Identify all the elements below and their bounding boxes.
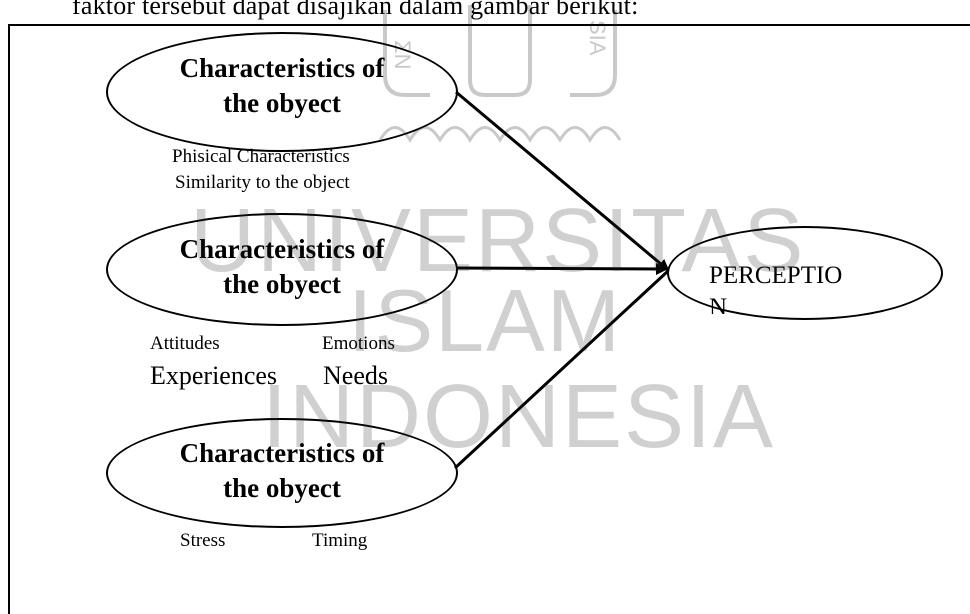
node-2-experiences: Experiences	[150, 361, 278, 390]
node-title-1: Characteristics of the obyect	[106, 51, 458, 121]
node-ellipse-1	[106, 32, 458, 152]
perception-label: PERCEPTIO N	[709, 260, 909, 314]
perception-ellipse	[667, 226, 943, 320]
node-title-3: Characteristics of the obyect	[106, 436, 458, 506]
arrow-bottom	[453, 269, 670, 470]
connector-arrows	[453, 90, 670, 470]
node-title-1-line1: Characteristics of	[179, 53, 385, 83]
arrow-top	[455, 90, 670, 272]
node-title-1-line2: the obyect	[223, 88, 341, 118]
arrow-middle	[456, 262, 668, 275]
node-1-sub-line1: Phisical Characteristics	[172, 146, 350, 167]
node-ellipse-2	[106, 213, 458, 326]
figure-frame	[8, 24, 970, 614]
node-title-2-line1: Characteristics of	[179, 234, 385, 264]
node-2-needs: Needs	[323, 361, 388, 390]
node-2-attitudes: Attitudes	[150, 333, 220, 354]
node-3-timing: Timing	[312, 530, 368, 551]
node-2-emotions: Emotions	[322, 333, 395, 354]
node-3-stress: Stress	[180, 530, 226, 551]
perception-line2: N	[709, 294, 728, 314]
page-caption: faktor tersebut dapat disajikan dalam ga…	[72, 0, 639, 20]
node-title-3-line2: the obyect	[223, 473, 341, 503]
node-title-3-line1: Characteristics of	[179, 438, 385, 468]
node-ellipse-3	[106, 418, 458, 528]
node-title-2-line2: the obyect	[223, 269, 341, 299]
perception-line1: PERCEPTIO	[709, 262, 843, 289]
node-title-2: Characteristics of the obyect	[106, 232, 458, 302]
node-1-sub-line2: Similarity to the object	[175, 172, 350, 193]
